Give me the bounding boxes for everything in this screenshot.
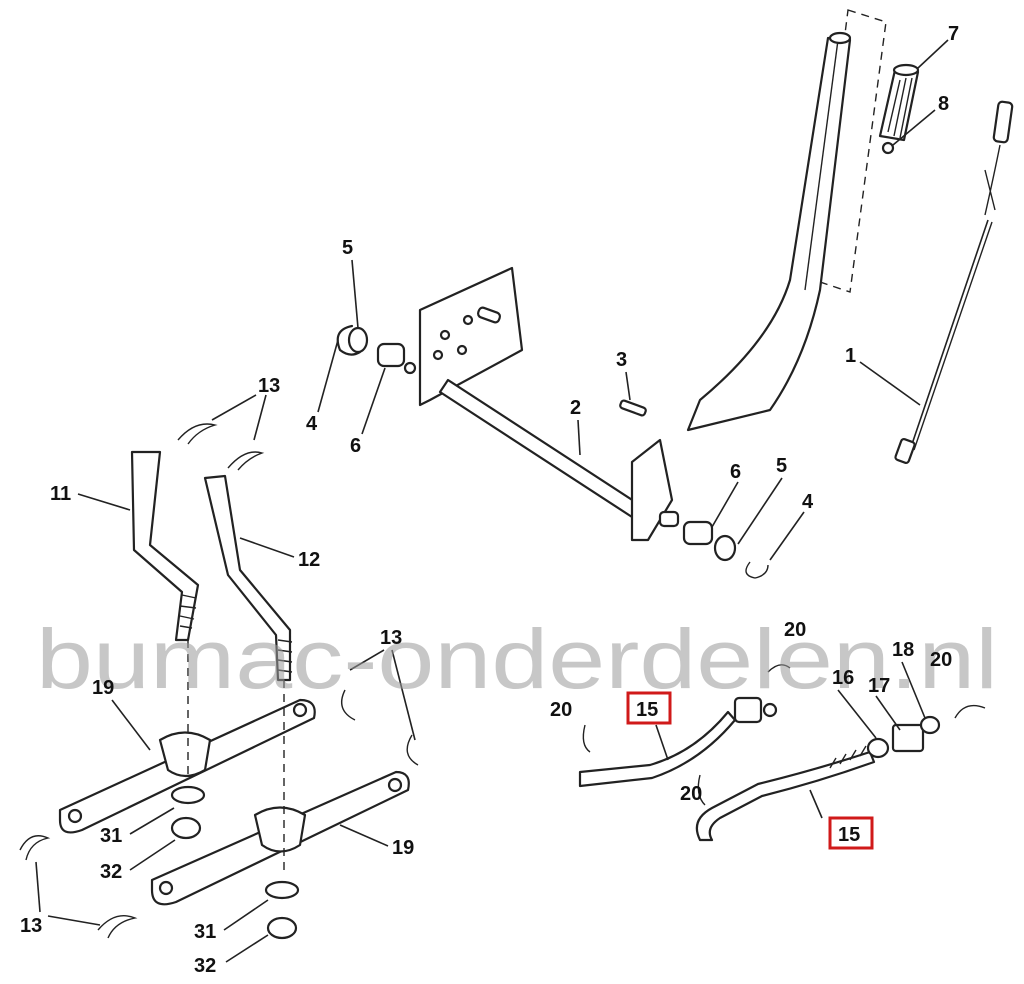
callout-19-upper: 19	[92, 677, 114, 699]
callout-15-left: 15	[636, 699, 658, 721]
link-12	[203, 474, 293, 682]
callout-5-left: 5	[342, 237, 353, 259]
hairpin-clips-20	[582, 664, 986, 806]
mount-plate	[418, 266, 524, 407]
callout-20-top: 20	[784, 619, 806, 641]
callout-13-bottom: 13	[20, 915, 42, 937]
leader-lines	[35, 39, 949, 963]
shaft	[438, 378, 674, 542]
lift-handle	[686, 9, 887, 432]
lift-cable	[894, 100, 1014, 464]
callout-32-upper: 32	[100, 861, 122, 883]
callout-6-left: 6	[350, 435, 361, 457]
hairpin-clips-13-top	[177, 423, 265, 471]
clip-4-right	[745, 561, 769, 579]
spacer-31-lower	[264, 880, 300, 900]
nut-32-lower	[266, 916, 298, 940]
callout-13-top: 13	[258, 375, 280, 397]
callout-31-upper: 31	[100, 825, 122, 847]
hairpin-clips-13	[19, 689, 419, 939]
callout-19-lower: 19	[392, 837, 414, 859]
callout-18: 18	[892, 639, 914, 661]
callout-17: 17	[868, 675, 890, 697]
callout-6-right: 6	[730, 461, 741, 483]
rod-15-right	[695, 745, 876, 842]
washer-5-right	[713, 534, 737, 562]
highlight-box-15-right	[828, 816, 874, 850]
callout-32-lower: 32	[194, 955, 216, 977]
washer-5-left	[347, 326, 369, 354]
centre-lines	[187, 640, 285, 870]
bushing-6-right	[658, 510, 714, 546]
callout-3: 3	[616, 349, 627, 371]
callout-12: 12	[298, 549, 320, 571]
spacer-31-upper	[170, 785, 206, 805]
callout-4-right: 4	[802, 491, 814, 513]
bushing-6-left	[376, 342, 417, 375]
callout-20-b: 20	[680, 783, 702, 805]
callout-7: 7	[948, 23, 959, 45]
callout-15-right: 15	[838, 824, 860, 846]
callout-16: 16	[832, 667, 854, 689]
watermark: bumac-onderdelen.nl	[36, 612, 998, 706]
nut-32-upper	[170, 816, 202, 840]
arm-19-lower	[150, 770, 410, 906]
hardware-16-17-18	[866, 715, 941, 759]
callout-5-right: 5	[776, 455, 787, 477]
callout-4-left: 4	[306, 413, 318, 435]
rod-15-left	[578, 696, 778, 788]
callout-31-lower: 31	[194, 921, 216, 943]
callout-20-a: 20	[550, 699, 572, 721]
callout-2: 2	[570, 397, 581, 419]
pin-3	[619, 399, 647, 417]
callout-13-mid: 13	[380, 627, 402, 649]
callout-8: 8	[938, 93, 949, 115]
callout-20-right: 20	[930, 649, 952, 671]
handle-grip	[878, 63, 920, 155]
callout-1: 1	[845, 345, 856, 367]
highlight-box-15-left	[626, 691, 672, 725]
callout-11: 11	[50, 483, 71, 505]
